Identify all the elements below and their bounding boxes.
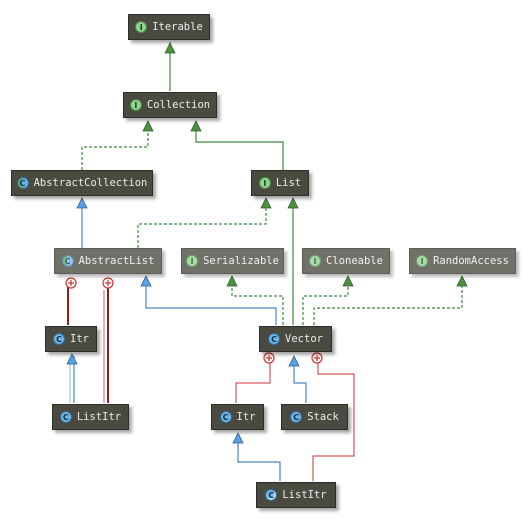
node-cloneable[interactable]: I Cloneable: [302, 248, 390, 274]
node-label: RandomAccess: [433, 255, 509, 267]
node-label: ListItr: [282, 489, 327, 501]
node-serializable[interactable]: I Serializable: [181, 248, 284, 274]
arrowhead-list-right: [287, 197, 299, 209]
node-label: AbstractList: [78, 255, 155, 267]
node-vector-list-itr[interactable]: C ListItr: [256, 482, 336, 508]
edge-vector-listitr-itr: [237, 435, 281, 481]
edge-vector-serializable: [231, 278, 284, 325]
node-abstract-list-itr[interactable]: C Itr: [45, 326, 97, 352]
arrowhead-abstractlist: [140, 275, 152, 287]
arrowhead-collection-right: [190, 120, 202, 132]
class-icon: C: [290, 411, 303, 423]
edge-vector-itr-inner: [235, 358, 271, 403]
node-label: AbstractCollection: [33, 177, 148, 189]
node-collection[interactable]: I Collection: [123, 92, 217, 118]
inner-plus-abstractlist-listitr-cross: [105, 280, 111, 286]
interface-icon: I: [416, 255, 429, 267]
abstract-class-icon: C: [61, 255, 74, 267]
inner-class-icon: C: [265, 489, 278, 501]
arrowhead-collection-left: [142, 120, 154, 132]
abstract-class-icon: C: [16, 177, 29, 189]
inner-plus-vector-listitr-cross: [314, 355, 320, 361]
edge-vector-randomaccess: [313, 278, 463, 325]
interface-icon: I: [129, 99, 142, 111]
node-abstract-list[interactable]: C AbstractList: [54, 248, 162, 274]
node-label: Iterable: [152, 21, 203, 33]
class-icon: C: [53, 333, 66, 345]
interface-icon: I: [135, 21, 148, 33]
node-vector-itr[interactable]: C Itr: [211, 404, 264, 430]
inner-plus-abstractlist-itr-cross: [68, 280, 74, 286]
node-abstract-list-list-itr[interactable]: C ListItr: [52, 404, 129, 430]
node-stack[interactable]: C Stack: [281, 404, 348, 430]
arrowhead-vector-itr: [232, 432, 244, 444]
node-label: Stack: [307, 411, 339, 423]
node-label: ListItr: [76, 411, 122, 423]
interface-icon: I: [186, 255, 199, 267]
node-abstract-collection[interactable]: C AbstractCollection: [11, 170, 153, 196]
node-label: Cloneable: [326, 255, 383, 267]
edge-list-collection: [195, 123, 284, 170]
node-iterable[interactable]: I Iterable: [128, 14, 210, 40]
arrowhead-list-left: [260, 197, 272, 209]
arrowhead-vector: [288, 355, 300, 367]
arrowhead-abstractlist-itr: [66, 353, 78, 365]
node-label: Itr: [70, 333, 89, 345]
node-vector[interactable]: C Vector: [259, 326, 332, 352]
class-icon: C: [268, 333, 281, 345]
node-label: Vector: [285, 333, 323, 345]
class-icon: C: [59, 411, 72, 423]
class-icon: C: [219, 411, 232, 423]
node-label: Collection: [146, 99, 211, 111]
edge-vector-listitr-inner: [312, 358, 355, 481]
edge-stack-vector: [293, 358, 307, 403]
node-label: List: [275, 177, 302, 189]
arrowhead-serializable: [226, 275, 238, 287]
node-label: Itr: [236, 411, 256, 423]
node-random-access[interactable]: I RandomAccess: [409, 248, 516, 274]
arrowhead-randomaccess: [456, 275, 468, 287]
inner-plus-vector-itr-cross: [266, 355, 272, 361]
node-list[interactable]: I List: [251, 170, 309, 196]
node-label: Serializable: [203, 255, 279, 267]
interface-icon: I: [309, 255, 322, 267]
edge-abstractcollection-collection: [81, 123, 149, 170]
arrowhead-iterable: [164, 42, 176, 54]
arrowhead-abstractcollection: [76, 197, 88, 209]
edge-vector-abstractlist: [145, 278, 277, 325]
edge-abstractlist-list: [137, 200, 267, 248]
arrowhead-cloneable: [342, 275, 354, 287]
edge-vector-cloneable: [302, 278, 349, 325]
interface-icon: I: [258, 177, 271, 189]
